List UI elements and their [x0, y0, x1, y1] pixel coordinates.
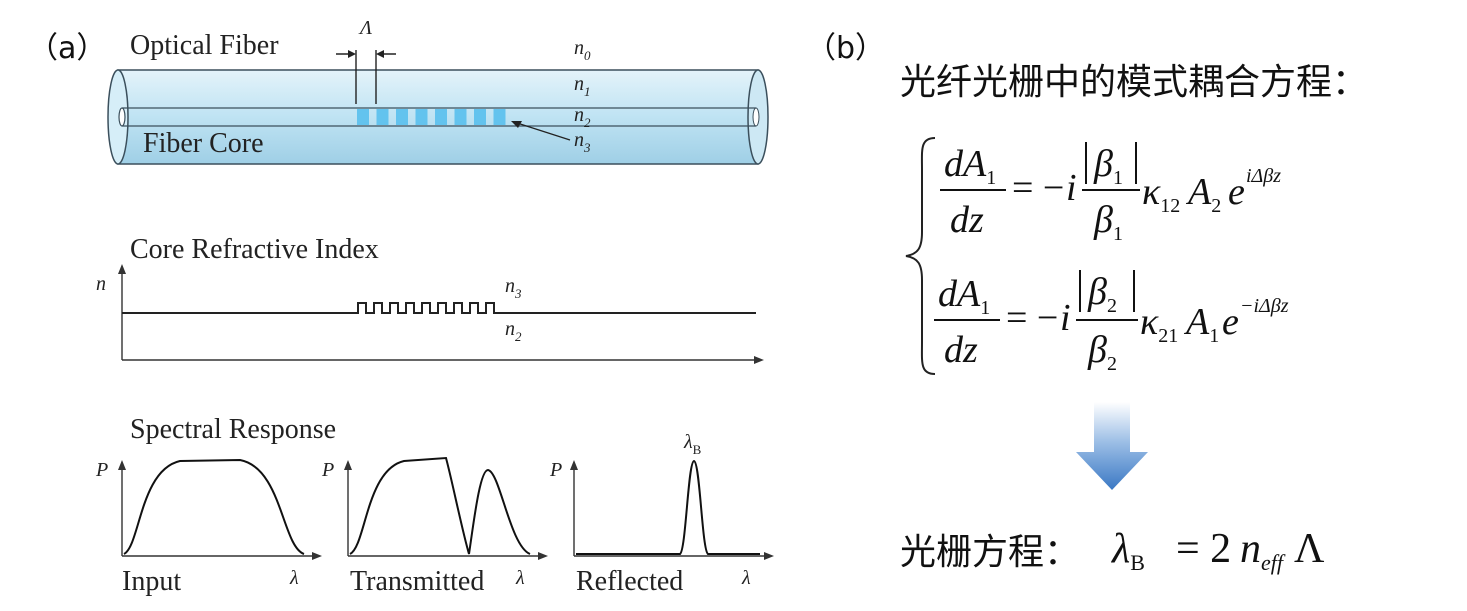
input-y-arrow: [118, 460, 126, 470]
index-lower-label: n2: [505, 318, 522, 344]
grating-mark: [357, 109, 369, 125]
fiber-core-label: Fiber Core: [143, 128, 264, 159]
eq2-numerator: dA1: [938, 273, 990, 319]
fiber-diagram: Optical Fiber Λ n0 n1 n2 n3 Fiber Core: [107, 17, 769, 165]
index-y-label: n: [96, 273, 106, 295]
eq2-denominator: dz: [944, 329, 978, 371]
grating-mark: [454, 109, 467, 125]
transmitted-label: Transmitted: [350, 566, 484, 597]
reflected-y-label: P: [549, 459, 562, 481]
transmitted-x-arrow: [538, 552, 548, 560]
coupling-equation-2: dA1 dz = − i β2 β2 κ21 A1 e −iΔβz: [934, 270, 1289, 375]
panel-a-tag: （a）: [28, 31, 106, 66]
panel-b: （b） 光纤光栅中的模式耦合方程： dA1 dz = − i β1 β1 κ12…: [806, 31, 1368, 575]
fiber-left-end: [107, 69, 129, 165]
eq2-kappa: κ21: [1140, 301, 1178, 347]
n2-label: n2: [574, 104, 591, 130]
down-arrow: [1076, 402, 1148, 490]
input-label: Input: [122, 566, 181, 597]
reflected-curve: [576, 459, 760, 555]
n3-pointer: [513, 121, 571, 141]
bragg-peak-label: λB: [683, 431, 702, 457]
transmitted-x-label: λ: [515, 567, 525, 589]
grating-mark: [493, 109, 506, 125]
eq2-equals: = −: [1006, 297, 1058, 339]
period-arrow-left-head: [348, 50, 356, 58]
reflected-y-arrow: [570, 460, 578, 470]
grating-equation: 光栅方程： λB = 2 neff Λ: [900, 526, 1325, 575]
coupling-equation-1: dA1 dz = − i β1 β1 κ12 A2 e iΔβz: [940, 142, 1281, 245]
eq2-beta-denominator: β2: [1087, 329, 1117, 375]
reflected-x-arrow: [764, 552, 774, 560]
index-profile: Core Refractive Index n n3 n2: [96, 234, 764, 364]
input-x-arrow: [312, 552, 322, 560]
eq1-exponent: iΔβz: [1246, 165, 1281, 187]
n1-label: n1: [574, 73, 591, 99]
grating-mark: [474, 109, 486, 125]
input-curve: [123, 458, 305, 555]
eq2-exponential: e: [1222, 301, 1239, 343]
eq2-amplitude: A1: [1183, 301, 1219, 347]
grating-period: Λ: [1294, 526, 1325, 572]
reflected-x-label: λ: [741, 567, 751, 589]
transmitted-y-label: P: [321, 459, 334, 481]
eq1-exponential: e: [1228, 171, 1245, 213]
n3-pointer-head: [511, 121, 522, 128]
eq2-imaginary: i: [1060, 297, 1071, 339]
core-end-right: [752, 107, 760, 127]
transmitted-y-arrow: [344, 460, 352, 470]
index-profile-title: Core Refractive Index: [130, 234, 379, 265]
coupling-heading: 光纤光栅中的模式耦合方程：: [900, 62, 1368, 103]
period-arrow-right-head: [376, 50, 384, 58]
grating-mark: [376, 109, 389, 125]
input-plot: P λ Input: [95, 458, 322, 597]
reflected-plot: P λ λB Reflected: [549, 431, 774, 597]
grating-mark: [435, 109, 447, 125]
transmitted-curve: [349, 456, 531, 555]
eq1-denominator: dz: [950, 199, 984, 241]
eq1-amplitude: A2: [1185, 171, 1221, 217]
eq1-numerator: dA1: [944, 143, 996, 189]
grating-equation-label: 光栅方程：: [900, 532, 1080, 573]
bragg-wavelength: λB: [1110, 526, 1145, 575]
eq1-beta-numerator: β1: [1093, 143, 1123, 189]
eq1-imaginary: i: [1066, 167, 1077, 209]
n3-label: n3: [574, 129, 591, 155]
n0-label: n0: [574, 37, 591, 63]
index-profile-line: [122, 302, 756, 314]
input-x-label: λ: [289, 567, 299, 589]
eq2-beta-numerator: β2: [1087, 271, 1117, 317]
eq2-exponent: −iΔβz: [1240, 295, 1289, 317]
grating-mark: [396, 109, 408, 125]
period-label: Λ: [358, 17, 372, 39]
optical-fiber-label: Optical Fiber: [130, 30, 279, 61]
transmitted-plot: P λ Transmitted: [321, 456, 548, 597]
index-y-arrow: [118, 264, 126, 274]
eq1-beta-denominator: β1: [1093, 199, 1123, 245]
panel-b-tag: （b）: [806, 31, 885, 66]
reflected-label: Reflected: [576, 566, 683, 597]
equation-brace: [905, 137, 936, 375]
input-y-label: P: [95, 459, 108, 481]
grating-equals: = 2: [1176, 526, 1231, 572]
spectral-title: Spectral Response: [130, 414, 336, 445]
grating-mark: [415, 109, 428, 125]
index-x-arrow: [754, 356, 764, 364]
grating-marks: [357, 109, 506, 125]
panel-a: （a） Optical Fiber Λ n0 n1 n2 n3 Fib: [28, 17, 774, 597]
eq1-kappa: κ12: [1142, 171, 1180, 217]
index-upper-label: n3: [505, 275, 522, 301]
spectral-response: Spectral Response P λ Input P λ: [95, 414, 774, 597]
eq1-equals: = −: [1012, 167, 1064, 209]
core-end-left: [118, 107, 126, 127]
effective-index: neff: [1240, 526, 1286, 575]
